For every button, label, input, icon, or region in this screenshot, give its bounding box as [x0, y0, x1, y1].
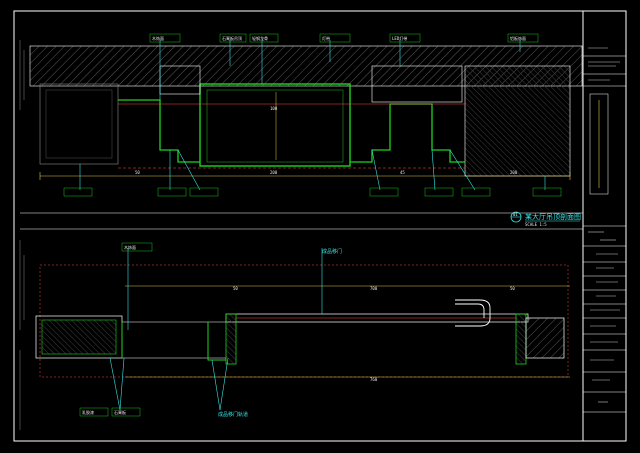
top-section-drawing: 木饰面 石膏板吊顶 轻钢龙骨 灯带 LED灯带 铝板饰面 100 50 200 … — [29, 33, 583, 197]
door-label: 成品移门 — [322, 248, 342, 255]
top-label-3: 灯带 — [322, 35, 330, 41]
bottom-red-dashed-frame — [39, 264, 569, 378]
bottom-label-0: 木饰面 — [124, 244, 136, 250]
left-wall-block — [39, 83, 119, 165]
left-wall-inner — [45, 89, 113, 159]
top-dim-0: 100 — [270, 106, 278, 111]
top-dim-2: 200 — [270, 170, 278, 175]
central-bay-outline — [199, 83, 351, 167]
central-bay-inner — [206, 89, 344, 163]
top-dim-4: 200 — [510, 170, 518, 175]
bottom-label-2: 石膏板 — [114, 409, 126, 415]
bottom-dim-3: 760 — [370, 377, 378, 382]
right-wall-block — [464, 65, 571, 177]
section-scale: SCALE 1:5 — [525, 222, 547, 227]
door-left-post — [225, 313, 237, 365]
bottom-section-drawing: 50 700 50 760 木饰面 成品移门 乳胶漆 石膏板 成品移门轨道 — [35, 242, 570, 418]
top-label-4: LED灯带 — [392, 35, 407, 41]
top-label-1: 石膏板吊顶 — [222, 35, 242, 41]
top-label-0: 木饰面 — [152, 35, 164, 41]
top-label-5: 铝板饰面 — [510, 35, 526, 41]
bottom-label-1: 乳胶漆 — [82, 409, 94, 415]
bottom-tag-1 — [79, 407, 109, 417]
top-dim-1: 50 — [135, 170, 140, 175]
bottom-left-wall-inner — [41, 319, 117, 355]
bottom-left-tag — [121, 242, 153, 252]
top-label-2: 轻钢龙骨 — [252, 35, 268, 41]
bottom-right-wall — [525, 317, 565, 359]
bottom-label-track: 成品移门轨道 — [218, 411, 248, 418]
left-margin-notes — [19, 40, 25, 430]
door-right-post — [515, 313, 527, 365]
section-title-block: 01 某大厅吊顶剖面图 SCALE 1:5 — [510, 211, 581, 227]
bottom-dim-2: 50 — [510, 286, 515, 291]
left-trough-outline — [118, 99, 200, 163]
top-label-tags — [149, 33, 539, 43]
bottom-tag-2 — [111, 407, 141, 417]
bottom-leaders — [109, 248, 323, 411]
section-number: 01 — [513, 212, 518, 217]
bottom-dim-0: 50 — [233, 286, 238, 291]
bottom-dim-1: 700 — [370, 286, 378, 291]
bottom-label-tags-top-section — [63, 187, 562, 197]
right-trough-outline — [350, 103, 465, 163]
title-column — [583, 55, 626, 413]
right-fixture — [371, 65, 463, 103]
top-dim-3: 45 — [400, 170, 405, 175]
section-title: 某大厅吊顶剖面图 — [525, 212, 581, 221]
title-column-text-marks — [588, 47, 620, 403]
door-handle — [455, 299, 491, 327]
